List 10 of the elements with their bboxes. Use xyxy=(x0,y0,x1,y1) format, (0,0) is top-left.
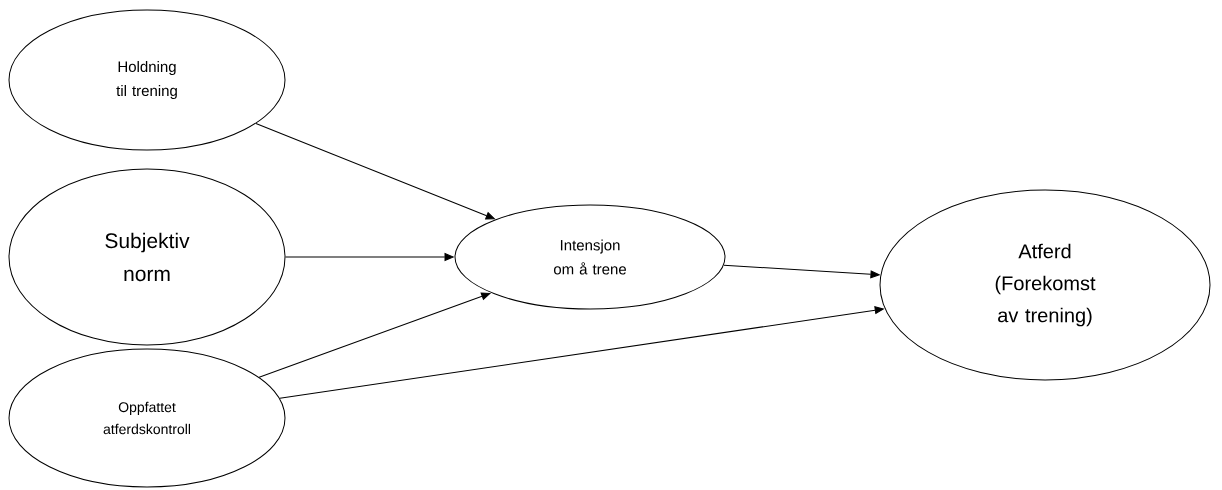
ellipse-node: Holdning til trening xyxy=(8,9,286,151)
ellipse-node: Intensjon om å trene xyxy=(454,204,726,310)
ellipse-node: Oppfattet atferdskontroll xyxy=(8,348,286,488)
arrow xyxy=(723,264,880,279)
arrow xyxy=(258,292,491,378)
ellipse-node: Atferd (Forekomst av trening) xyxy=(879,189,1211,381)
arrow xyxy=(285,253,454,261)
arrow xyxy=(279,306,884,399)
arrow xyxy=(255,123,495,220)
ellipse-node: Subjektiv norm xyxy=(8,168,286,346)
